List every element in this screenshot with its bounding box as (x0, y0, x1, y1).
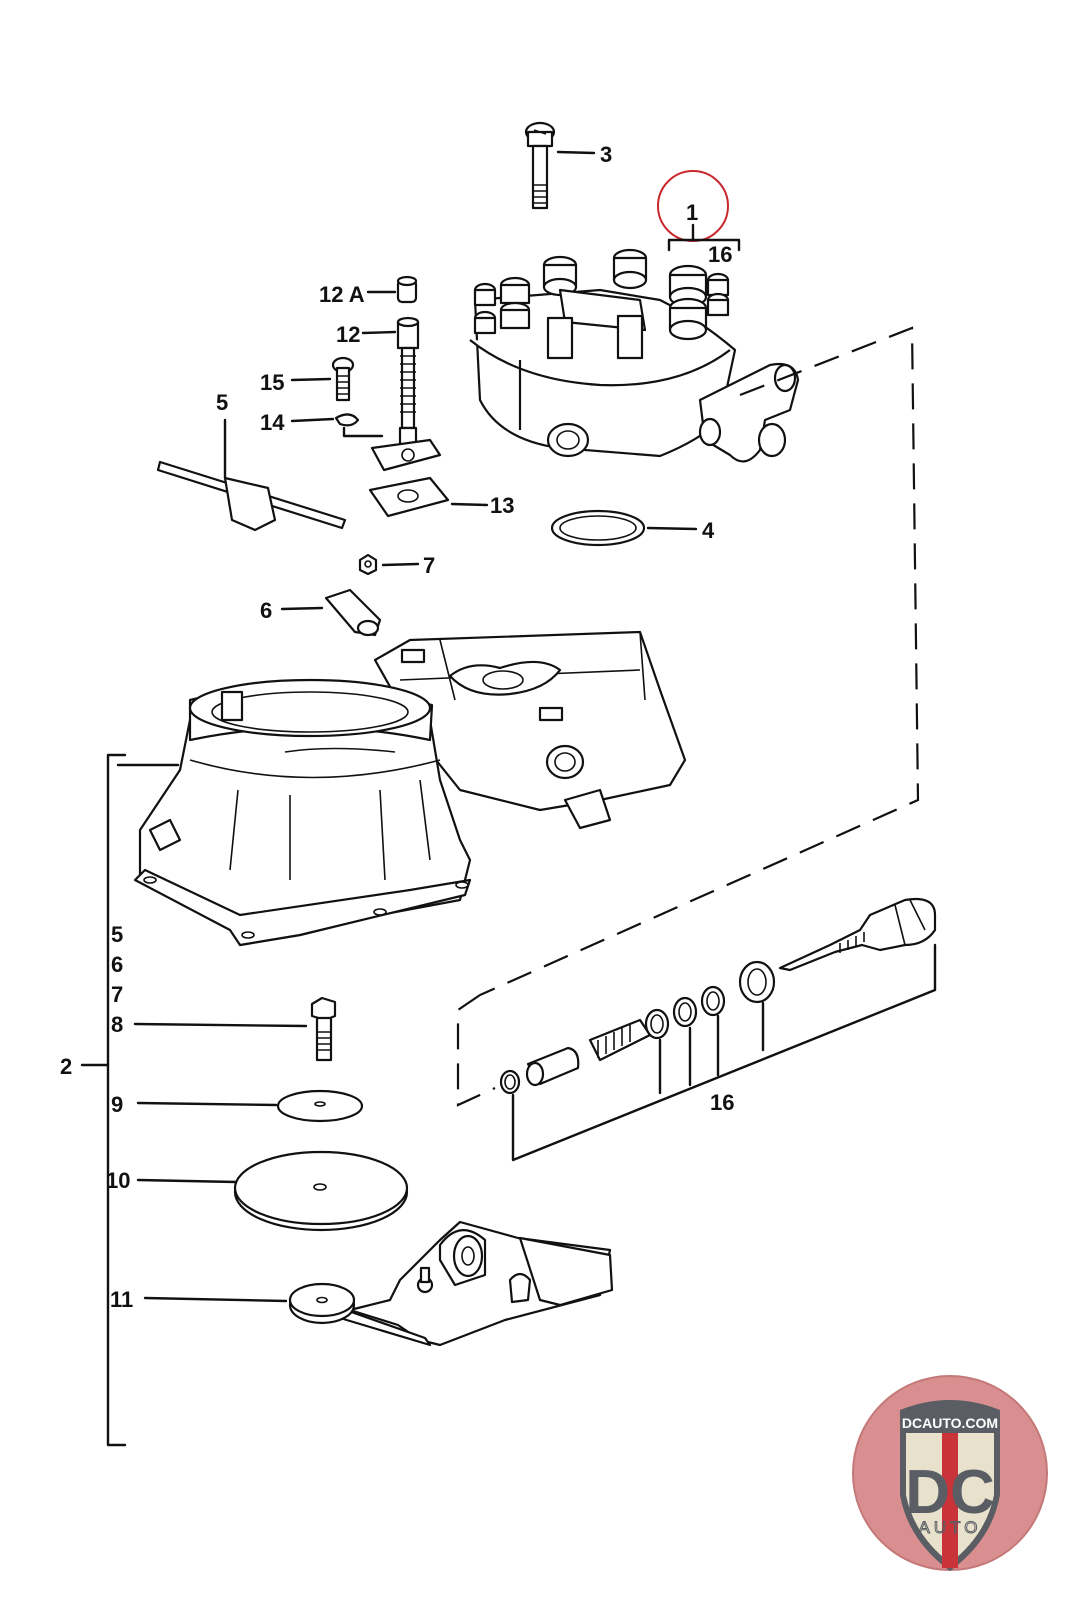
part-12-adjusting-screw[interactable] (370, 316, 442, 472)
part-2-housing[interactable] (133, 630, 687, 947)
part-4-o-ring[interactable] (550, 509, 646, 547)
callout-3[interactable]: 3 (600, 142, 612, 167)
logo-stripe (942, 1433, 958, 1568)
logo-main-text: DC (905, 1458, 995, 1527)
callout-7-group[interactable]: 7 (111, 982, 123, 1007)
leader-3 (556, 150, 596, 155)
callout-16-bottom[interactable]: 16 (710, 1090, 734, 1115)
dashed-connector-1 (479, 326, 920, 997)
leader-7-top (381, 562, 420, 567)
leader-9 (136, 1101, 278, 1107)
callout-10[interactable]: 10 (106, 1168, 130, 1193)
logo-badge: DCAUTO.COM DC AUTO (852, 1375, 1048, 1571)
logo-top-text: DCAUTO.COM (902, 1415, 998, 1431)
part-3-screw[interactable] (524, 121, 556, 210)
seal-kit-outline (511, 943, 937, 1162)
callout-7-top[interactable]: 7 (423, 553, 435, 578)
part-13-gasket[interactable] (368, 476, 450, 518)
callout-15[interactable]: 15 (260, 370, 284, 395)
part-14-clip[interactable] (334, 413, 384, 438)
callout-5-group[interactable]: 5 (111, 922, 123, 947)
leader-14 (290, 417, 335, 423)
leader-10 (136, 1178, 238, 1184)
part-10-sensor-plate[interactable] (233, 1150, 409, 1232)
part-7-nut[interactable] (358, 553, 378, 576)
callout-13[interactable]: 13 (490, 493, 514, 518)
part-15-screw[interactable] (331, 356, 355, 402)
part-11-lever[interactable] (288, 1220, 614, 1347)
logo-sub-text: AUTO (919, 1518, 982, 1537)
callout-16-top[interactable]: 16 (708, 242, 732, 267)
leader-12 (361, 330, 397, 335)
dcauto-logo[interactable]: DCAUTO.COM DC AUTO (852, 1375, 1048, 1571)
callout-2[interactable]: 2 (60, 1054, 72, 1079)
part-5-bracket[interactable] (156, 460, 347, 532)
part-1-distributor-head[interactable] (469, 248, 800, 463)
callout-4[interactable]: 4 (702, 518, 715, 543)
callout-14[interactable]: 14 (260, 410, 285, 435)
part-9-washer[interactable] (276, 1089, 364, 1123)
leader-13 (450, 502, 489, 507)
part-16-seal-kit[interactable] (499, 897, 937, 1095)
callout-1[interactable]: 1 (686, 200, 698, 225)
leader-16-items (658, 1001, 765, 1095)
part-8-bolt[interactable] (310, 996, 337, 1062)
part-12a-cap[interactable] (396, 275, 418, 304)
leader-4 (646, 526, 698, 531)
callout-11[interactable]: 11 (110, 1287, 133, 1312)
callout-9[interactable]: 9 (111, 1092, 123, 1117)
dashed-connector-16 (456, 994, 496, 1107)
leader-15 (290, 377, 332, 382)
callout-6-top[interactable]: 6 (260, 598, 272, 623)
callout-6-group[interactable]: 6 (111, 952, 123, 977)
bracket-1-16 (667, 223, 741, 252)
callout-8[interactable]: 8 (111, 1012, 123, 1037)
group-bracket-2 (106, 753, 127, 1447)
leader-11 (143, 1296, 288, 1303)
callout-12[interactable]: 12 (336, 322, 360, 347)
callout-12a[interactable]: 12 A (319, 282, 365, 307)
part-6-clamp[interactable] (324, 588, 382, 637)
callout-5-top[interactable]: 5 (216, 390, 228, 415)
leader-8 (133, 1022, 308, 1028)
leader-6-top (280, 606, 324, 611)
